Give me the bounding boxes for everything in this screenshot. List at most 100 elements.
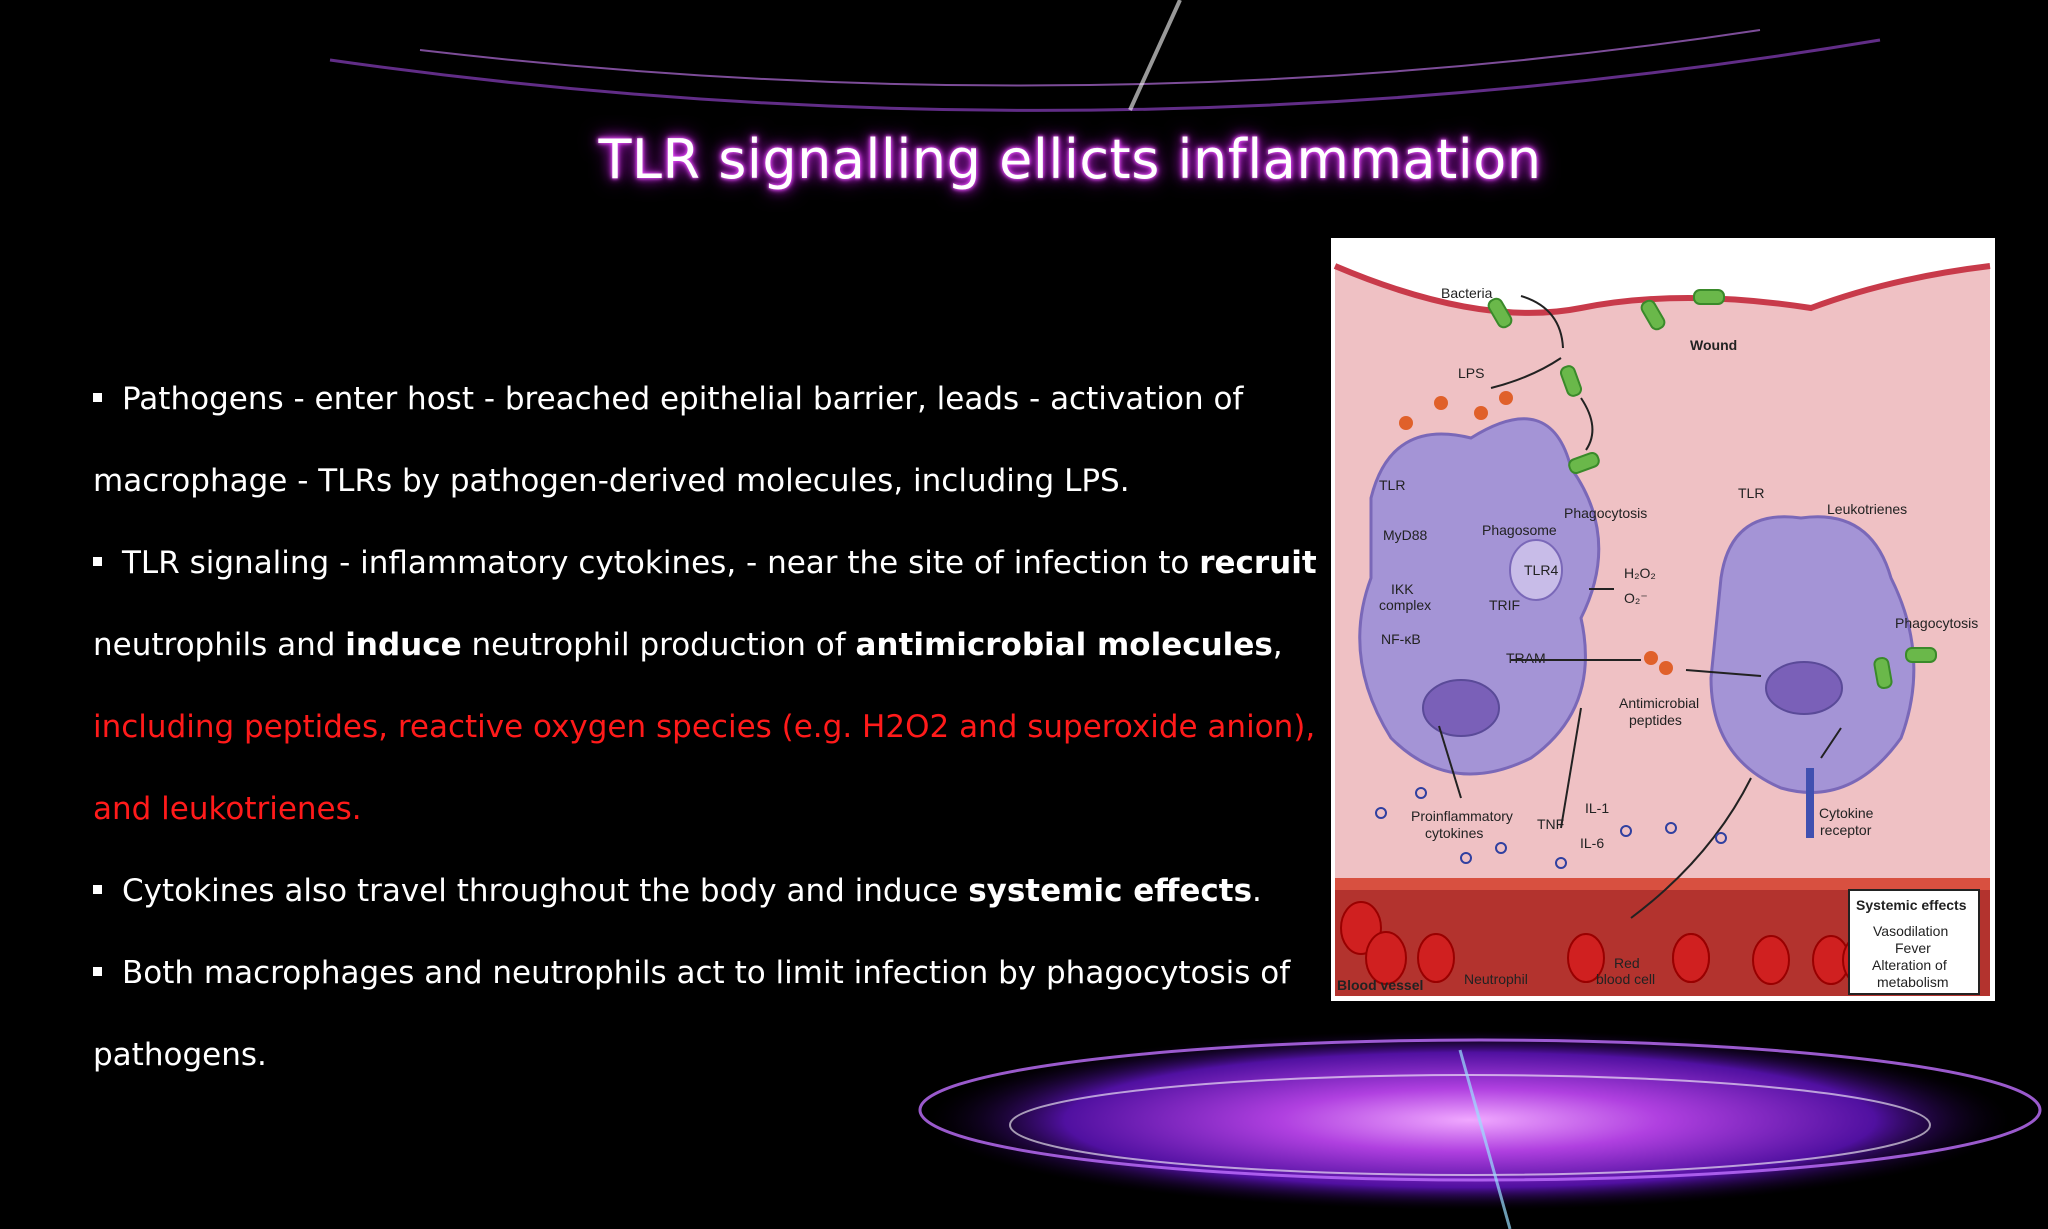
lps-molecule: [1644, 651, 1658, 665]
label-proinflammatory: Proinflammatory: [1411, 808, 1513, 824]
cytokine-dot: [1415, 787, 1427, 799]
bullet-4-text: Both macrophages and neutrophils act to …: [93, 955, 1291, 1073]
bullet-2-red-text: including peptides, reactive oxygen spec…: [93, 709, 1316, 827]
top-ring: [329, 38, 1881, 112]
cytokine-dot: [1715, 832, 1727, 844]
macrophage-left: [1358, 417, 1601, 776]
label-leukotrienes: Leukotrienes: [1827, 501, 1907, 517]
arrow: [1560, 707, 1582, 829]
label-complex: complex: [1379, 597, 1431, 613]
label-tnf: TNF: [1537, 816, 1564, 832]
nucleus-right: [1765, 661, 1843, 715]
bullet-3: Cytokines also travel throughout the bod…: [93, 850, 1333, 932]
bacterium-icon: [1559, 365, 1583, 397]
label-phagocytosis-right: Phagocytosis: [1895, 615, 1978, 631]
cytokine-dot: [1620, 825, 1632, 837]
bullet-2-text-c: neutrophil production of: [461, 627, 856, 663]
bullet-3-systemic: systemic effects: [968, 873, 1253, 909]
vessel-wall: [1335, 878, 1990, 890]
label-cytokines: cytokines: [1425, 825, 1483, 841]
arrow: [1820, 727, 1842, 759]
top-glow: [434, 0, 1686, 75]
bacterium-icon: [1568, 451, 1600, 475]
rbc: [1365, 931, 1407, 985]
rbc: [1417, 933, 1455, 983]
bullet-4: Both macrophages and neutrophils act to …: [93, 932, 1333, 1096]
label-phagosome: Phagosome: [1482, 522, 1557, 538]
bullet-2-antimicrobial: antimicrobial molecules: [855, 627, 1273, 663]
cytokine-receptor: [1806, 768, 1814, 838]
label-peptides: peptides: [1629, 712, 1682, 728]
label-receptor: receptor: [1820, 822, 1872, 838]
tlr-diagram-svg: Bacteria Wound LPS TLR MyD88 IKK complex…: [1333, 238, 1991, 996]
cytokine-dot: [1495, 842, 1507, 854]
label-tlr-right: TLR: [1738, 485, 1764, 501]
bullet-3-text-a: Cytokines also travel throughout the bod…: [122, 873, 969, 909]
bullet-2-recruit: recruit: [1199, 545, 1317, 581]
epithelium: [1335, 238, 1990, 313]
label-antimicrobial: Antimicrobial: [1619, 695, 1699, 711]
label-il1: IL-1: [1585, 800, 1609, 816]
phagosome: [1509, 539, 1563, 601]
arrow: [1438, 725, 1462, 799]
lps-molecule: [1659, 661, 1673, 675]
bullet-2-induce: induce: [345, 627, 462, 663]
arrow: [1630, 777, 1752, 919]
bacteria-icons: [1487, 289, 1937, 690]
cytokine-dot: [1460, 852, 1472, 864]
label-systemic-effects: Systemic effects: [1856, 897, 1967, 913]
label-tlr4: TLR4: [1524, 562, 1558, 578]
label-h2o2: H₂O₂: [1624, 565, 1656, 581]
slide-title: TLR signalling ellicts inflammation: [598, 128, 1542, 191]
macrophage-right: [1709, 515, 1916, 794]
bacterium-icon: [1905, 647, 1937, 663]
label-red: Red: [1614, 955, 1640, 971]
label-tram: TRAM: [1506, 650, 1546, 666]
label-metabolism: metabolism: [1877, 974, 1949, 990]
bullet-list: Pathogens - enter host - breached epithe…: [93, 358, 1333, 1096]
bullet-2: TLR signaling - inflammatory cytokines, …: [93, 522, 1333, 850]
nucleus-left: [1422, 679, 1500, 737]
bullet-3-end: .: [1252, 873, 1262, 909]
bullet-marker: [93, 967, 102, 976]
label-alteration: Alteration of: [1872, 957, 1947, 973]
arrow: [1490, 357, 1562, 389]
label-lps: LPS: [1458, 365, 1484, 381]
label-fever: Fever: [1895, 940, 1931, 956]
bottom-streak: [1458, 1049, 1512, 1229]
label-il6: IL-6: [1580, 835, 1604, 851]
bacterium-icon: [1640, 299, 1666, 331]
bacterium-icon: [1873, 656, 1893, 690]
label-cytokine: Cytokine: [1819, 805, 1874, 821]
cytokine-dots: [1375, 787, 1727, 869]
label-phagocytosis-left: Phagocytosis: [1564, 505, 1647, 521]
bullet-1: Pathogens - enter host - breached epithe…: [93, 358, 1333, 522]
bacterium-icon: [1693, 289, 1725, 305]
label-myd88: MyD88: [1383, 527, 1428, 543]
bacterium-icon: [1487, 297, 1513, 329]
bottom-ring: [918, 1038, 2042, 1182]
label-tlr-left: TLR: [1379, 477, 1405, 493]
rbc: [1567, 933, 1605, 983]
bullet-2-text-a: TLR signaling - inflammatory cytokines, …: [122, 545, 1200, 581]
bullet-marker: [93, 557, 102, 566]
lps-molecule: [1499, 391, 1513, 405]
red-blood-cells: [1340, 901, 1880, 985]
rbc: [1672, 933, 1710, 983]
bullet-1-text: Pathogens - enter host - breached epithe…: [93, 381, 1244, 499]
label-ikk: IKK: [1391, 581, 1414, 597]
bottom-ring-2: [1009, 1074, 1931, 1176]
tlr-diagram: Bacteria Wound LPS TLR MyD88 IKK complex…: [1331, 238, 1995, 1001]
pathway-arrows: [1438, 295, 1842, 919]
label-o2: O₂⁻: [1624, 590, 1648, 606]
arrow: [1685, 669, 1762, 677]
label-blood-cell: blood cell: [1596, 971, 1655, 987]
top-ring-2: [419, 29, 1761, 87]
lps-molecule: [1434, 396, 1448, 410]
bullet-2-comma: ,: [1272, 627, 1283, 663]
label-vasodilation: Vasodilation: [1873, 923, 1948, 939]
bullet-marker: [93, 393, 102, 402]
lps-molecule: [1474, 406, 1488, 420]
lps-molecules: [1399, 391, 1673, 675]
